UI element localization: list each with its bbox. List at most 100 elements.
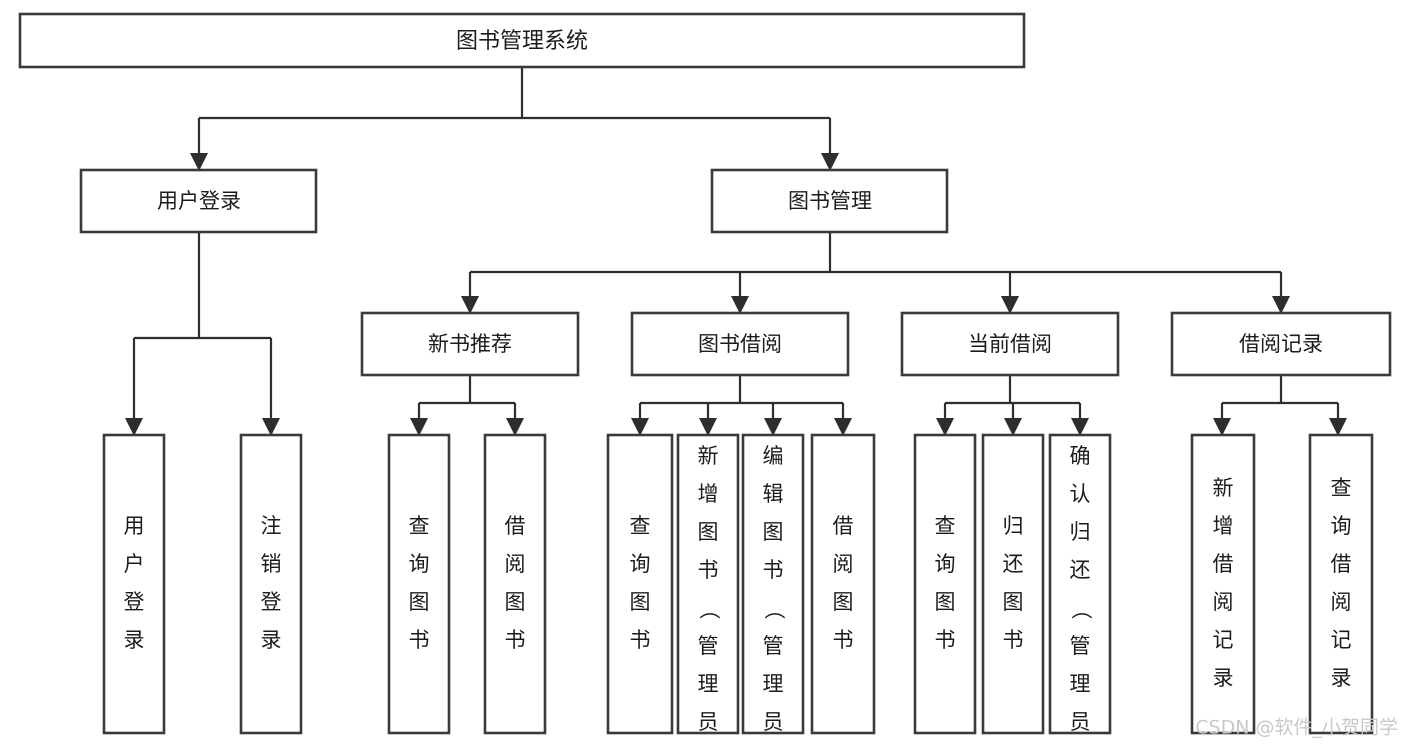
arrow-current-borrow-leaf1 [936,418,954,436]
leaf-current-borrow-return-book-box[interactable] [981,433,1045,735]
leaf-book-borrow-edit-book-box[interactable] [741,433,805,735]
leaf-borrow-record-query-record-label-char: 记 [1331,628,1352,652]
node-book-management-label: 图书管理 [788,189,872,213]
node-book-borrow-label: 图书借阅 [698,332,782,356]
leaf-borrow-record-add-record-label-char: 记 [1213,628,1234,652]
arrow-to-book-borrow [731,296,749,314]
leaf-new-book-query-book-label-char: 图 [409,590,430,614]
node-book-management-system[interactable]: 图书管理系统 [18,12,1026,69]
leaf-book-borrow-add-book-label-char: 理 [698,672,719,696]
node-user-login-label: 用户登录 [157,189,241,213]
node-book-management-system-box[interactable] [18,12,1026,69]
node-user-login-box[interactable] [79,168,318,234]
leaf-book-borrow-borrow-book-label-char: 书 [833,628,854,652]
leaf-current-borrow-confirm-return-label-char: 归 [1070,520,1091,544]
leaf-new-book-borrow-book-box[interactable] [483,433,547,735]
leaf-borrow-record-query-record-label-char: 阅 [1331,590,1352,614]
leaf-borrow-record-add-record-box[interactable] [1190,433,1256,735]
leaf-current-borrow-query-book-label-char: 查 [935,514,956,538]
leaf-book-borrow-add-book-label-char: 员 [698,710,719,734]
node-current-borrow-label: 当前借阅 [968,332,1052,356]
csdn-watermark: CSDN @软件_小贺同学 [1195,717,1398,739]
leaf-book-borrow-query-book-label-char: 书 [630,628,651,652]
leaf-new-book-query-book-label-char: 询 [409,552,430,576]
leaf-user-login-user-login-label-char: 用 [124,514,145,538]
leaf-book-borrow-add-book-label-char: 增 [698,482,719,506]
leaf-borrow-record-query-record-box[interactable] [1308,433,1374,735]
leaf-current-borrow-confirm-return-label-char: 确 [1070,444,1091,468]
leaf-borrow-record-add-record-label-char: 增 [1213,514,1234,538]
leaf-current-borrow-query-book-label-char: 图 [935,590,956,614]
arrow-user-login-leaf2 [262,418,280,436]
node-book-management-box[interactable] [710,168,949,234]
arrow-new-book-leaf2 [506,418,524,436]
leaf-user-login-user-login[interactable]: 用户登录 [102,433,166,735]
leaf-book-borrow-query-book-label-char: 图 [630,590,651,614]
leaf-book-borrow-borrow-book-label-char: 阅 [833,552,854,576]
leaf-borrow-record-query-record-label-char: 录 [1331,666,1352,690]
node-book-borrow[interactable]: 图书借阅 [630,311,850,377]
arrow-borrow-record-leaf1 [1213,418,1231,436]
leaf-current-borrow-confirm-return-label-char: 理 [1070,672,1091,696]
node-new-book-recommend-box[interactable] [360,311,580,377]
node-borrow-record[interactable]: 借阅记录 [1170,311,1392,377]
leaf-borrow-record-query-record-label-char: 查 [1331,476,1352,500]
node-current-borrow[interactable]: 当前借阅 [900,311,1120,377]
leaf-current-borrow-query-book-label-char: 书 [935,628,956,652]
leaf-node-layer: 用户登录注销登录查询图书借阅图书查询图书新增图书（管理员）编辑图书（管理员）借阅… [102,433,1374,747]
leaf-current-borrow-confirm-return-box[interactable] [1048,433,1112,735]
arrow-new-book-leaf1 [410,418,428,436]
leaf-new-book-query-book-box[interactable] [387,433,451,735]
node-user-login[interactable]: 用户登录 [79,168,318,234]
node-borrow-record-box[interactable] [1170,311,1392,377]
leaf-borrow-record-query-record-label-char: 借 [1331,552,1352,576]
leaf-book-borrow-borrow-book-label-char: 图 [833,590,854,614]
leaf-current-borrow-return-book-label-char: 归 [1003,514,1024,538]
leaf-user-login-logout-box[interactable] [239,433,303,735]
leaf-book-borrow-edit-book-label-char: 书 [763,558,784,582]
leaf-book-borrow-query-book-box[interactable] [606,433,674,735]
node-book-management-system-label: 图书管理系统 [456,29,588,54]
leaf-borrow-record-add-record-label-char: 阅 [1213,590,1234,614]
node-new-book-recommend[interactable]: 新书推荐 [360,311,580,377]
leaf-book-borrow-add-book-label-char: （ [697,599,721,620]
arrow-to-current-borrow [1001,296,1019,314]
leaf-user-login-user-login-label-char: 户 [124,552,145,576]
leaf-user-login-user-login-box[interactable] [102,433,166,735]
arrow-book-borrow-leaf1 [631,418,649,436]
leaf-book-borrow-edit-book-label-char: （ [762,599,786,620]
leaf-new-book-query-book-label-char: 书 [409,628,430,652]
leaf-book-borrow-edit-book-label-char: 辑 [763,482,784,506]
leaf-user-login-logout-label-char: 销 [261,552,282,576]
leaf-current-borrow-return-book-label-char: 还 [1003,552,1024,576]
node-new-book-recommend-label: 新书推荐 [428,332,512,356]
leaf-borrow-record-add-record-label-char: 借 [1213,552,1234,576]
leaf-book-borrow-add-book-box[interactable] [676,433,740,735]
leaf-current-borrow-return-book-label-char: 书 [1003,628,1024,652]
arrow-current-borrow-leaf3 [1071,418,1089,436]
leaf-book-borrow-edit-book-label-char: 图 [763,520,784,544]
leaf-current-borrow-query-book-box[interactable] [913,433,977,735]
leaf-current-borrow-confirm-return-label-char: 还 [1070,558,1091,582]
node-book-borrow-box[interactable] [630,311,850,377]
leaf-new-book-query-book-label-char: 查 [409,514,430,538]
node-book-management[interactable]: 图书管理 [710,168,949,234]
leaf-book-borrow-edit-book-label-char: 员 [763,710,784,734]
node-current-borrow-box[interactable] [900,311,1120,377]
leaf-book-borrow-query-book-label-char: 查 [630,514,651,538]
leaf-user-login-logout-label-char: 登 [261,590,282,614]
leaf-current-borrow-return-book-label-char: 图 [1003,590,1024,614]
leaf-book-borrow-borrow-book-box[interactable] [810,433,876,735]
